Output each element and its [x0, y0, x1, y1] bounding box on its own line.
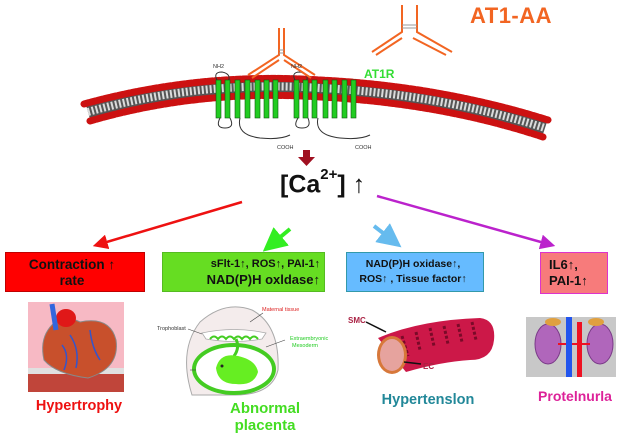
effect-box-line: ROS↑ , Tissue factor↑	[359, 273, 467, 285]
free-antibody	[371, 5, 453, 56]
calcium-charge: 2+	[320, 166, 338, 183]
placenta-illustration	[186, 306, 286, 396]
blood-vessel-illustration	[365, 318, 495, 374]
effect-box-line: sFlt-1↑, ROS↑, PAI-1↑	[210, 258, 320, 270]
c-terminal-label-2: COOH	[355, 145, 372, 151]
effect-box-hypertension: NAD(P)H oxidase↑, ROS↑ , Tissue factor↑	[346, 252, 484, 292]
outcome-proteinuria: Protelnurla	[538, 388, 612, 404]
outcome-hypertension: Hypertenslon	[381, 392, 475, 408]
n-terminal-label-1: NH2	[213, 64, 225, 70]
at1-receptor-1	[215, 71, 291, 140]
outcome-line: Abnormal	[229, 400, 300, 417]
trophoblast-label: Trophoblast	[157, 326, 186, 332]
cell-membrane	[80, 74, 552, 141]
effect-box-line: Contraction ↑	[28, 257, 116, 272]
effect-box-line: PAI-1↑	[549, 273, 588, 288]
bound-antibody	[247, 28, 316, 79]
at1-receptor-2	[293, 71, 371, 140]
heart-illustration	[28, 302, 124, 392]
arrow-to-proteinuria	[376, 194, 556, 250]
kidney-illustration	[526, 317, 616, 377]
effect-box-line: rate	[59, 273, 85, 288]
outcome-line: placenta	[234, 417, 296, 434]
c-terminal-label-1: COOH	[277, 145, 294, 151]
n-terminal-label-2: NH2	[291, 64, 303, 70]
ec-label: EC	[423, 362, 435, 371]
effect-box-proteinuria: IL6↑, PAI-1↑	[540, 252, 608, 294]
effect-box-line: IL6↑,	[549, 257, 578, 272]
arrow-to-hypertension	[372, 223, 402, 248]
outcome-abnormal-placenta: Abnormal placenta	[215, 400, 315, 434]
effect-box-line: NAD(P)H oxidase↑,	[365, 258, 461, 270]
effect-box-contraction: Contraction ↑ rate	[5, 252, 145, 292]
mesoderm-label: Mesoderm	[292, 343, 318, 349]
effect-box-line: NAD(P)H oxldase↑	[206, 272, 320, 287]
effect-box-placenta: sFlt-1↑, ROS↑, PAI-1↑ NAD(P)H oxldase↑	[162, 252, 325, 292]
smc-label: SMC	[348, 316, 366, 325]
down-arrow-icon	[298, 150, 315, 166]
arrow-to-placenta	[262, 227, 292, 252]
calcium-label: [Ca2+] ↑	[280, 166, 366, 199]
increase-arrow-icon: ↑	[352, 170, 366, 199]
outcome-hypertrophy: Hypertrophy	[35, 398, 123, 414]
receptor-label: AT1R	[364, 67, 395, 81]
arrow-to-contraction	[92, 200, 243, 250]
maternal-tissue-label: Maternal tissue	[262, 307, 300, 313]
antibody-title: AT1-AA	[470, 3, 553, 28]
extraembryonic-label: Extraembryonic	[290, 336, 329, 342]
calcium-bracket: ]	[337, 170, 346, 199]
calcium-ion: [Ca	[280, 170, 321, 199]
